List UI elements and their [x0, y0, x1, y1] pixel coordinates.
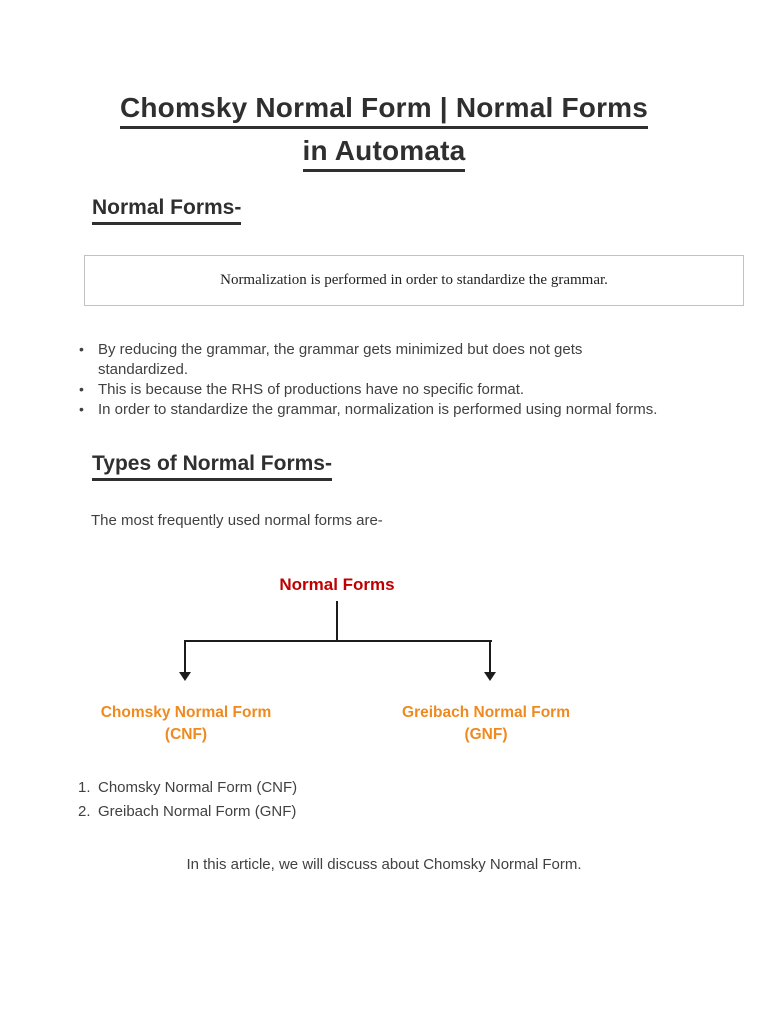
bullet-marker: •: [79, 381, 84, 397]
list-item: 1. Chomsky Normal Form (CNF): [78, 778, 297, 798]
section-heading-normal-forms: Normal Forms-: [92, 196, 242, 226]
page-title-line-2: in Automata: [0, 135, 768, 173]
bullet-item: • By reducing the grammar, the grammar g…: [79, 341, 583, 378]
diagram-connector-vertical: [336, 601, 338, 641]
list-item: 2. Greibach Normal Form (GNF): [78, 802, 297, 822]
quote-box: Normalization is performed in order to s…: [84, 255, 744, 306]
types-intro-text: The most frequently used normal forms ar…: [91, 512, 383, 529]
diagram-connector-horizontal: [184, 640, 492, 642]
arrow-down-icon: [484, 672, 496, 681]
diagram-arrow-left-shaft: [184, 640, 186, 673]
bullet-marker: •: [79, 401, 84, 417]
diagram-arrow-right-shaft: [489, 640, 491, 673]
list-text: Greibach Normal Form (GNF): [98, 803, 297, 820]
bullet-item: • In order to standardize the grammar, n…: [79, 401, 658, 418]
diagram-label-cnf: Chomsky Normal Form (CNF): [100, 704, 272, 743]
diagram-label-gnf: Greibach Normal Form (GNF): [402, 704, 570, 743]
section-heading-types-of-normal-forms: Types of Normal Forms-: [92, 452, 332, 482]
diagram-root-label: Normal Forms: [279, 575, 395, 594]
bullet-marker: •: [79, 341, 84, 357]
closing-text: In this article, we will discuss about C…: [186, 856, 582, 873]
list-marker: 2.: [78, 803, 91, 820]
page-title: Chomsky Normal Form | Normal Forms in Au…: [0, 92, 768, 178]
arrow-down-icon: [179, 672, 191, 681]
list-marker: 1.: [78, 779, 91, 796]
quote-text: Normalization is performed in order to s…: [220, 272, 608, 288]
list-text: Chomsky Normal Form (CNF): [98, 779, 298, 796]
bullet-list: • By reducing the grammar, the grammar g…: [78, 340, 657, 420]
page-title-line-1: Chomsky Normal Form | Normal Forms: [0, 92, 768, 130]
bullet-item: • This is because the RHS of productions…: [79, 381, 525, 398]
ordered-list: 1. Chomsky Normal Form (CNF) 2. Greibach N…: [78, 778, 297, 826]
